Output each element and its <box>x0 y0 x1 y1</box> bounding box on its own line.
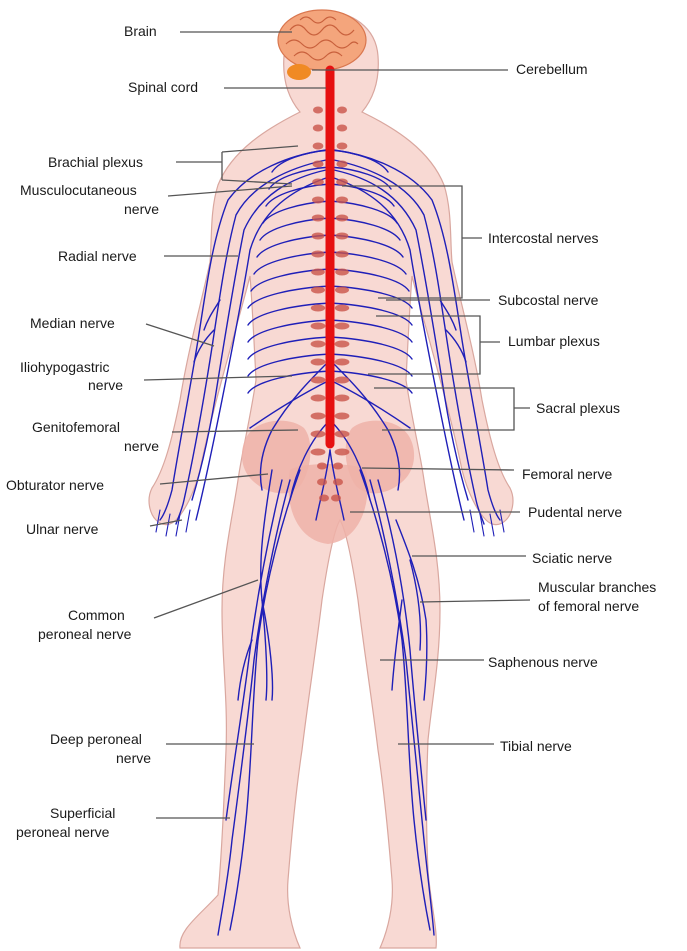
vertebra-segment <box>313 143 324 150</box>
vertebra-segment <box>311 413 326 420</box>
label-superficial-peroneal-line1: Superficial <box>50 805 115 821</box>
label-deep-peroneal-line1: Deep peroneal <box>50 731 142 747</box>
vertebra-segment <box>336 197 348 204</box>
vertebra-segment <box>312 179 324 186</box>
label-common-peroneal-line1: Common <box>68 607 125 623</box>
vertebra-segment <box>335 431 350 438</box>
vertebra-segment <box>313 107 323 114</box>
sacral-segment <box>333 463 343 470</box>
label-tibial: Tibial nerve <box>500 738 572 754</box>
label-genitofemoral-line1: Genitofemoral <box>32 419 120 435</box>
vertebra-segment <box>335 341 350 348</box>
vertebra-segment <box>311 287 325 294</box>
label-muscular-line1: Muscular branches <box>538 579 656 595</box>
vertebra-segment <box>335 413 350 420</box>
vertebra-segment <box>313 125 323 132</box>
label-genitofemoral-line2: nerve <box>124 438 159 454</box>
vertebra-segment <box>335 251 348 258</box>
label-iliohypogastric-line1: Iliohypogastric <box>20 359 110 375</box>
finger-nerve-left-3 <box>186 510 190 532</box>
vertebra-segment <box>337 125 347 132</box>
finger-nerve-right-0 <box>470 510 474 532</box>
label-radial: Radial nerve <box>58 248 137 264</box>
label-musculocutaneous-line2: nerve <box>124 201 159 217</box>
vertebra-segment <box>311 431 326 438</box>
vertebra-segment <box>336 161 347 168</box>
vertebra-segment <box>311 359 326 366</box>
label-musculocutaneous-line1: Musculocutaneous <box>20 182 137 198</box>
vertebra-segment <box>311 269 325 276</box>
label-lumbar-plexus: Lumbar plexus <box>508 333 600 349</box>
label-obturator: Obturator nerve <box>6 477 104 493</box>
vertebra-segment <box>337 107 347 114</box>
vertebra-segment <box>336 233 349 240</box>
vertebra-segment <box>337 143 348 150</box>
vertebra-segment <box>335 395 350 402</box>
vertebra-segment <box>336 215 348 222</box>
label-iliohypogastric-line2: nerve <box>88 377 123 393</box>
label-sacral-plexus: Sacral plexus <box>536 400 620 416</box>
label-sciatic: Sciatic nerve <box>532 550 612 566</box>
vertebra-segment <box>335 359 350 366</box>
vertebra-segment <box>335 377 350 384</box>
vertebra-segment <box>311 323 326 330</box>
vertebra-segment <box>311 449 326 456</box>
vertebra-segment <box>335 269 349 276</box>
label-superficial-peroneal-line2: peroneal nerve <box>16 824 110 840</box>
vertebra-segment <box>312 215 324 222</box>
label-brain: Brain <box>124 23 157 39</box>
label-median: Median nerve <box>30 315 115 331</box>
sacral-segment <box>331 495 341 502</box>
vertebra-segment <box>311 341 326 348</box>
vertebra-segment <box>311 395 326 402</box>
label-intercostal: Intercostal nerves <box>488 230 599 246</box>
vertebra-segment <box>311 305 325 312</box>
vertebra-segment <box>312 161 323 168</box>
vertebra-segment <box>335 449 350 456</box>
cerebellum <box>287 64 311 80</box>
label-brachial-plexus: Brachial plexus <box>48 154 143 170</box>
label-pudental: Pudental nerve <box>528 504 622 520</box>
label-subcostal: Subcostal nerve <box>498 292 599 308</box>
label-muscular-line2: of femoral nerve <box>538 598 639 614</box>
vertebra-segment <box>311 377 326 384</box>
vertebra-segment <box>311 251 324 258</box>
label-cerebellum: Cerebellum <box>516 61 588 77</box>
label-saphenous: Saphenous nerve <box>488 654 598 670</box>
label-deep-peroneal-line2: nerve <box>116 750 151 766</box>
sacral-segment <box>333 479 343 486</box>
sacral-segment <box>317 463 327 470</box>
sacral-segment <box>317 479 327 486</box>
brain <box>278 10 366 70</box>
vertebra-segment <box>312 233 325 240</box>
vertebra-segment <box>335 305 349 312</box>
label-spinal-cord: Spinal cord <box>128 79 198 95</box>
vertebra-segment <box>312 197 324 204</box>
vertebra-segment <box>335 287 349 294</box>
label-femoral: Femoral nerve <box>522 466 612 482</box>
vertebra-segment <box>335 323 350 330</box>
vertebra-segment <box>336 179 348 186</box>
sacral-segment <box>319 495 329 502</box>
label-ulnar: Ulnar nerve <box>26 521 99 537</box>
label-common-peroneal-line2: peroneal nerve <box>38 626 132 642</box>
